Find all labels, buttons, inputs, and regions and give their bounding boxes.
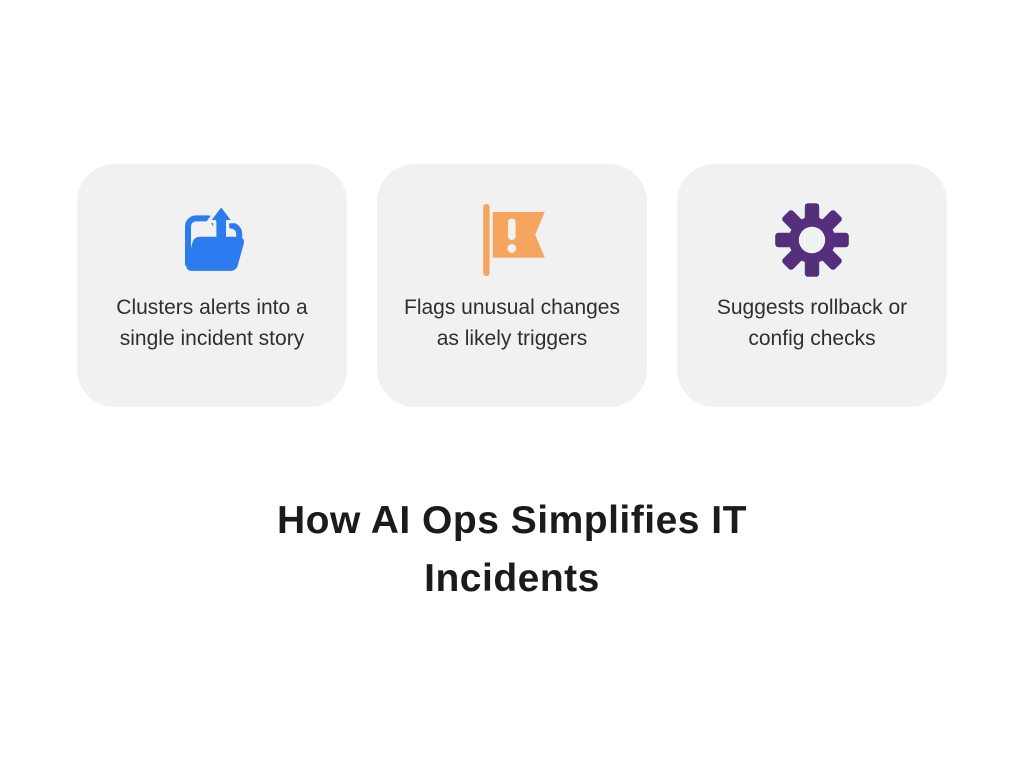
card-cluster-alerts: Clusters alerts into a single incident s… bbox=[77, 164, 347, 407]
card-caption-line: Clusters alerts into a bbox=[116, 296, 308, 319]
gear-body bbox=[775, 203, 849, 277]
alert-flag-icon bbox=[472, 200, 552, 280]
card-caption: Suggests rollback or config checks bbox=[717, 292, 907, 354]
page-title-line: How AI Ops Simplifies IT bbox=[277, 499, 747, 542]
folder-back-hook bbox=[228, 222, 243, 240]
page-title-line: Incidents bbox=[424, 557, 600, 600]
gear-icon bbox=[772, 200, 852, 280]
folder-front bbox=[186, 236, 245, 271]
card-caption-line: Suggests rollback or bbox=[716, 296, 908, 319]
exclamation-dot bbox=[507, 244, 517, 253]
card-caption-line: Flags unusual changes bbox=[404, 296, 620, 319]
folder-upload-icon bbox=[172, 200, 252, 280]
page-title: How AI Ops Simplifies IT Incidents bbox=[0, 492, 1024, 608]
flag-banner bbox=[492, 212, 545, 258]
flag-pole bbox=[483, 204, 490, 276]
card-caption: Clusters alerts into a single incident s… bbox=[116, 292, 307, 354]
card-caption-line: single incident story bbox=[119, 327, 305, 350]
feature-cards-row: Clusters alerts into a single incident s… bbox=[0, 164, 1024, 407]
gear-hole bbox=[798, 226, 826, 254]
card-caption: Flags unusual changes as likely triggers bbox=[404, 292, 620, 354]
card-rollback-suggestions: Suggests rollback or config checks bbox=[677, 164, 947, 407]
card-flag-triggers: Flags unusual changes as likely triggers bbox=[377, 164, 647, 407]
exclamation-bar bbox=[508, 218, 516, 240]
card-caption-line: as likely triggers bbox=[436, 327, 588, 350]
card-caption-line: config checks bbox=[748, 327, 876, 350]
